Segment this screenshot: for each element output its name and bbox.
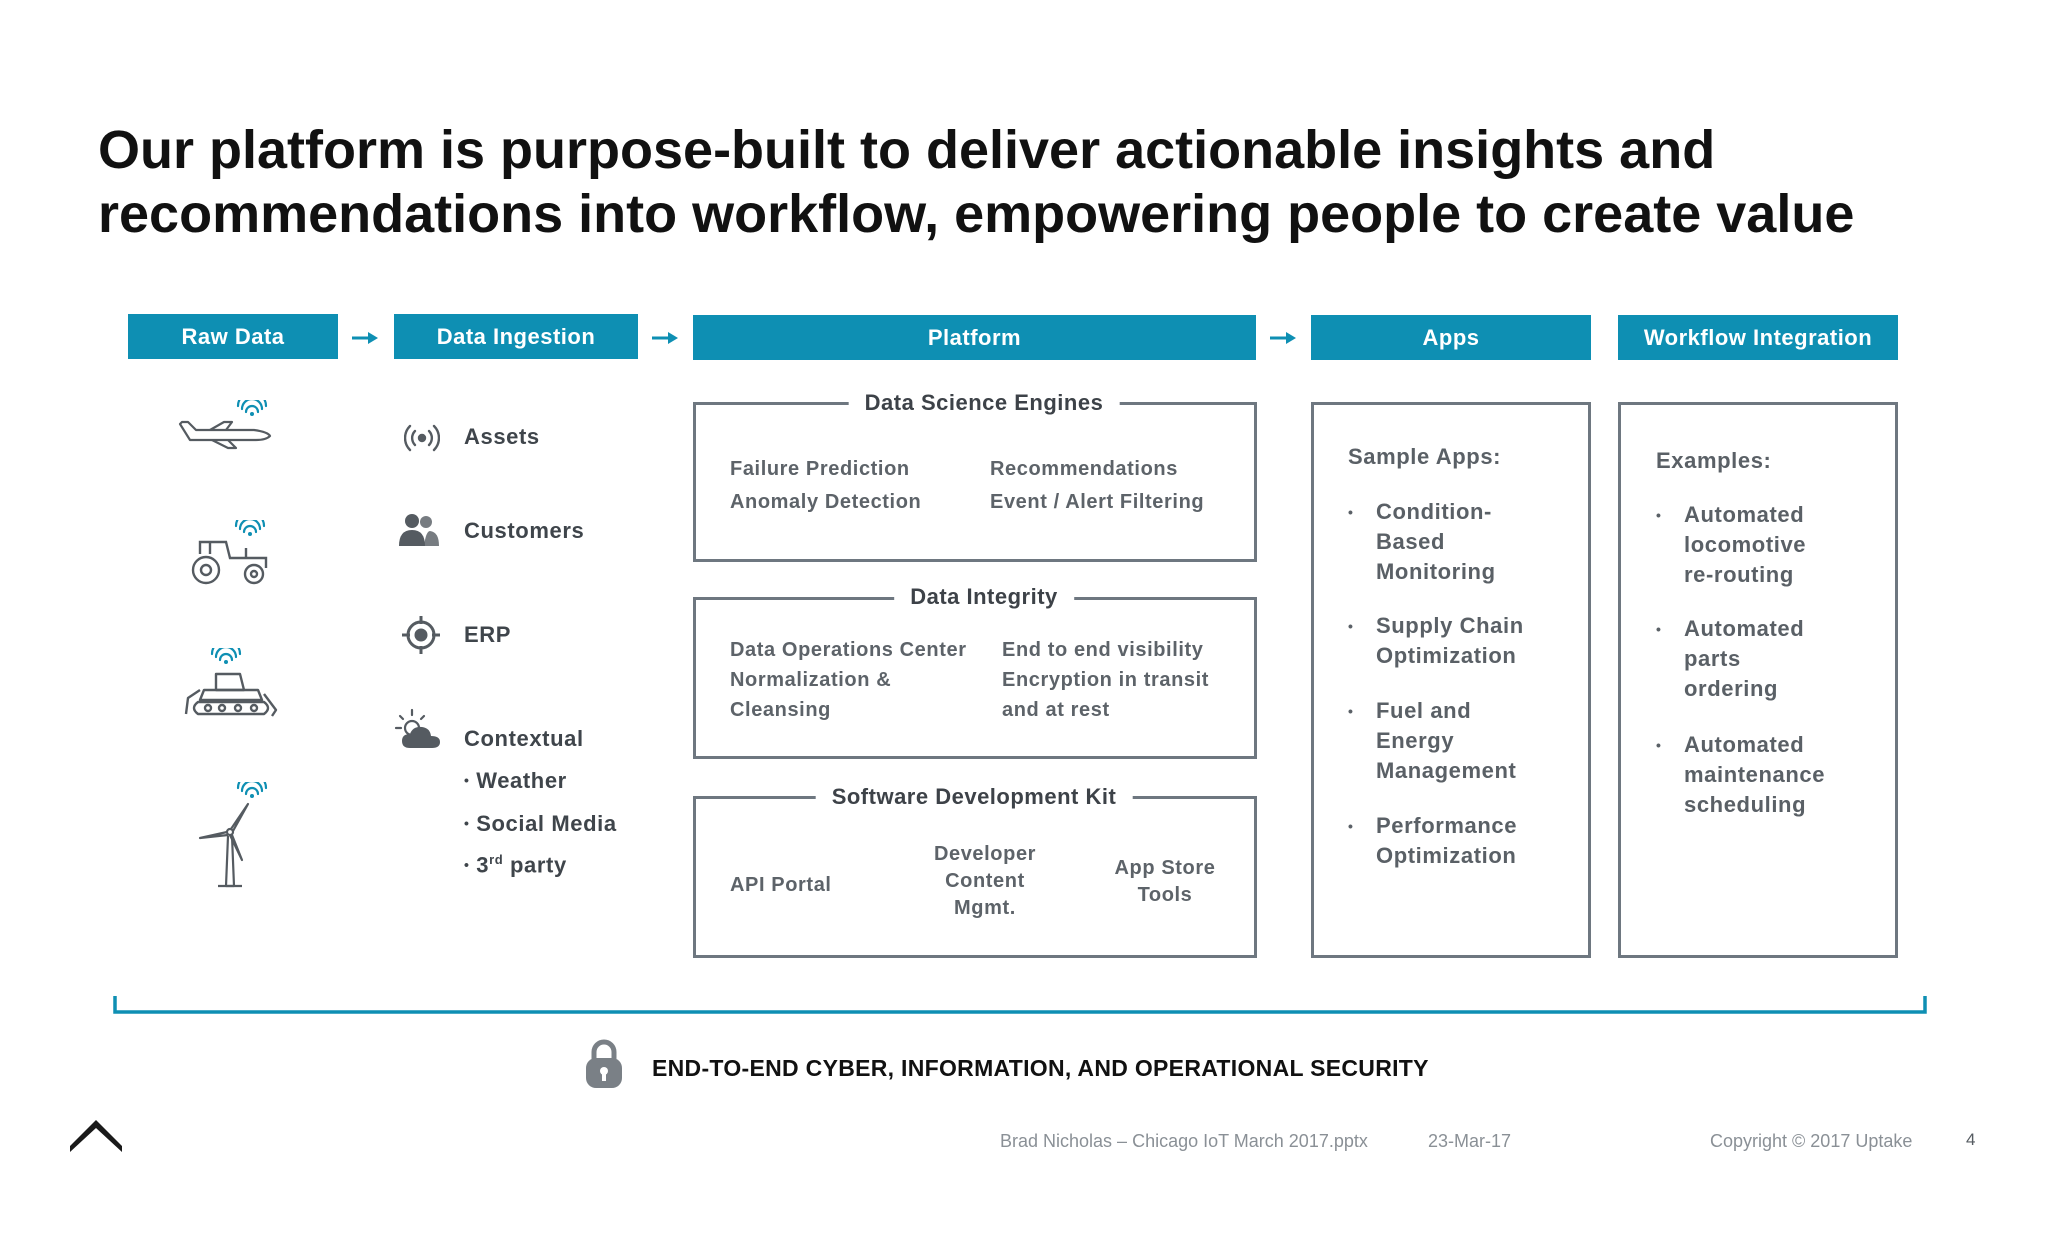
bulldozer-icon bbox=[184, 648, 278, 717]
header-apps: Apps bbox=[1311, 315, 1591, 360]
apps-item-1: • Condition- Based Monitoring bbox=[1348, 497, 1496, 587]
apps-heading: Sample Apps: bbox=[1348, 444, 1502, 469]
apps-item-3-line-1: Fuel and bbox=[1376, 698, 1472, 723]
contextual-item-third-party: • 3rd party bbox=[464, 852, 567, 878]
uptake-logo bbox=[70, 1120, 122, 1152]
ingestion-erp: ERP bbox=[464, 622, 512, 647]
workflow-item-3: • Automated maintenance scheduling bbox=[1656, 730, 1826, 820]
sdk-api-portal: API Portal bbox=[730, 874, 832, 896]
workflow-item-1-line-3: re-routing bbox=[1684, 562, 1794, 587]
apps-box bbox=[1311, 402, 1591, 958]
apps-item-1-line-2: Based bbox=[1376, 529, 1446, 554]
di-cleansing: Cleansing bbox=[730, 699, 831, 721]
arrow-right-icon bbox=[352, 332, 378, 344]
workflow-box bbox=[1618, 402, 1898, 958]
contextual-item-social-media: • Social Media bbox=[464, 811, 617, 836]
contextual-item-weather: • Weather bbox=[464, 768, 567, 793]
security-statement: END-TO-END CYBER, INFORMATION, AND OPERA… bbox=[652, 1055, 1429, 1081]
ingestion-assets: Assets bbox=[464, 424, 540, 449]
di-data-operations-center: Data Operations Center bbox=[730, 639, 967, 661]
workflow-item-2-line-2: parts bbox=[1684, 646, 1741, 671]
workflow-item-2-line-3: ordering bbox=[1684, 676, 1779, 701]
sdk-developer-content: Developer Content Mgmt. bbox=[900, 841, 1070, 922]
lock-icon bbox=[586, 1039, 622, 1088]
ingestion-customers: Customers bbox=[464, 518, 585, 543]
dse-anomaly-detection: Anomaly Detection bbox=[730, 491, 922, 513]
sdk-title: Software Development Kit bbox=[815, 784, 1133, 810]
header-workflow-integration: Workflow Integration bbox=[1618, 315, 1898, 360]
slide-title: Our platform is purpose-built to deliver… bbox=[98, 118, 1978, 246]
workflow-heading: Examples: bbox=[1656, 448, 1772, 473]
dse-left-list: Failure Prediction Anomaly Detection bbox=[730, 453, 921, 519]
title-line-1: Our platform is purpose-built to deliver… bbox=[98, 120, 1716, 180]
apps-item-4-line-1: Performance bbox=[1376, 813, 1518, 838]
di-encryption-in-transit: Encryption in transit bbox=[1002, 669, 1210, 691]
airplane-icon bbox=[178, 400, 272, 450]
data-integrity-title: Data Integrity bbox=[894, 584, 1074, 610]
workflow-item-3-line-1: Automated bbox=[1684, 732, 1805, 757]
workflow-item-2: • Automated parts ordering bbox=[1656, 614, 1805, 704]
title-line-2: recommendations into workflow, empowerin… bbox=[98, 184, 1855, 244]
broadcast-icon bbox=[404, 424, 440, 452]
apps-item-3: • Fuel and Energy Management bbox=[1348, 696, 1517, 786]
sdk-store-line-1: App Store bbox=[1114, 857, 1216, 879]
apps-item-1-line-1: Condition- bbox=[1376, 499, 1492, 524]
sdk-dev-line-1: Developer bbox=[933, 843, 1037, 865]
sdk-dev-line-2: Content bbox=[945, 870, 1025, 892]
header-data-ingestion: Data Ingestion bbox=[394, 314, 638, 359]
security-bracket bbox=[113, 996, 1927, 1014]
data-science-engines-title: Data Science Engines bbox=[848, 390, 1120, 416]
apps-item-3-line-3: Management bbox=[1376, 758, 1517, 783]
apps-item-2-line-1: Supply Chain bbox=[1376, 613, 1524, 638]
arrow-right-icon bbox=[1270, 332, 1296, 344]
footer-page-number: 4 bbox=[1966, 1130, 1976, 1149]
wind-turbine-icon bbox=[198, 782, 268, 888]
dse-failure-prediction: Failure Prediction bbox=[730, 458, 910, 480]
footer-copyright: Copyright © 2017 Uptake bbox=[1710, 1131, 1913, 1151]
workflow-item-1-line-2: locomotive bbox=[1684, 532, 1807, 557]
di-end-to-end-visibility: End to end visibility bbox=[1002, 639, 1204, 661]
sdk-store-line-2: Tools bbox=[1137, 884, 1193, 906]
sdk-app-store-tools: App Store Tools bbox=[1090, 855, 1240, 909]
tractor-icon bbox=[191, 520, 268, 585]
di-left-list: Data Operations Center Normalization & C… bbox=[730, 635, 967, 725]
ingestion-contextual: Contextual bbox=[464, 726, 584, 751]
arrow-right-icon bbox=[652, 332, 678, 344]
workflow-item-1: • Automated locomotive re-routing bbox=[1656, 500, 1807, 590]
apps-item-3-line-2: Energy bbox=[1376, 728, 1455, 753]
dse-recommendations: Recommendations bbox=[990, 458, 1178, 480]
workflow-item-2-line-1: Automated bbox=[1684, 616, 1805, 641]
di-and-at-rest: and at rest bbox=[1002, 699, 1110, 721]
sdk-dev-line-3: Mgmt. bbox=[954, 897, 1016, 919]
weather-icon bbox=[394, 708, 440, 748]
dse-right-list: Recommendations Event / Alert Filtering bbox=[990, 453, 1204, 519]
workflow-item-3-line-2: maintenance bbox=[1684, 762, 1826, 787]
apps-item-2-line-2: Optimization bbox=[1376, 643, 1517, 668]
apps-item-4: • Performance Optimization bbox=[1348, 811, 1518, 871]
footer-filename: Brad Nicholas – Chicago IoT March 2017.p… bbox=[1000, 1131, 1368, 1151]
di-normalization: Normalization & bbox=[730, 669, 892, 691]
apps-item-1-line-3: Monitoring bbox=[1376, 559, 1496, 584]
workflow-item-1-line-1: Automated bbox=[1684, 502, 1805, 527]
apps-item-2: • Supply Chain Optimization bbox=[1348, 611, 1524, 671]
header-platform: Platform bbox=[693, 315, 1256, 360]
header-raw-data: Raw Data bbox=[128, 314, 338, 359]
di-right-list: End to end visibility Encryption in tran… bbox=[1002, 635, 1209, 725]
apps-item-4-line-2: Optimization bbox=[1376, 843, 1517, 868]
workflow-item-3-line-3: scheduling bbox=[1684, 792, 1807, 817]
target-gear-icon bbox=[402, 616, 440, 654]
dse-event-alert-filtering: Event / Alert Filtering bbox=[990, 491, 1205, 513]
people-icon bbox=[399, 514, 439, 546]
footer-date: 23-Mar-17 bbox=[1428, 1131, 1512, 1151]
